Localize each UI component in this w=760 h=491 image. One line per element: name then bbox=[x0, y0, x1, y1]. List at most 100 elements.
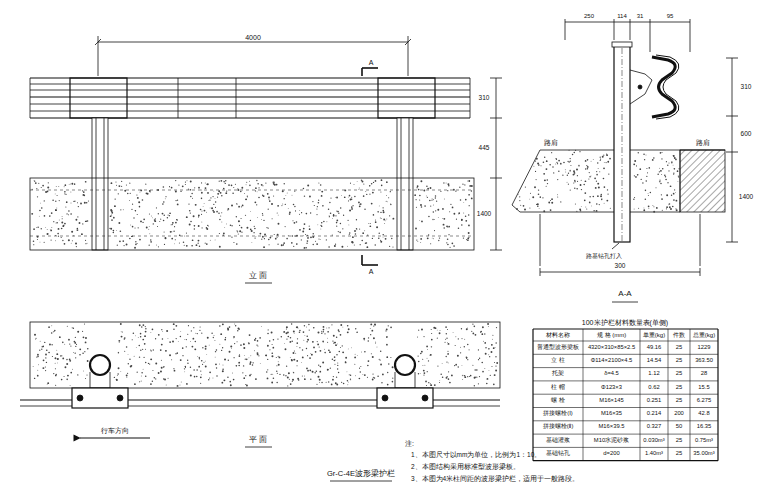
concrete-speckle bbox=[140, 189, 142, 191]
concrete-speckle bbox=[291, 194, 293, 196]
concrete-speckle bbox=[599, 171, 600, 172]
concrete-speckle bbox=[137, 214, 138, 215]
concrete-speckle bbox=[249, 374, 251, 376]
concrete-speckle bbox=[386, 356, 388, 358]
concrete-speckle bbox=[182, 185, 184, 187]
concrete-speckle bbox=[55, 185, 57, 187]
bracket bbox=[395, 372, 415, 388]
concrete-speckle bbox=[224, 359, 226, 361]
concrete-speckle bbox=[161, 367, 163, 369]
concrete-speckle bbox=[61, 221, 63, 223]
concrete-speckle bbox=[188, 203, 189, 204]
concrete-speckle bbox=[68, 210, 70, 212]
concrete-speckle bbox=[600, 160, 601, 161]
concrete-speckle bbox=[119, 240, 121, 242]
concrete-speckle bbox=[382, 207, 383, 208]
concrete-speckle bbox=[334, 342, 336, 344]
concrete-speckle bbox=[315, 351, 317, 353]
concrete-speckle bbox=[336, 222, 338, 224]
concrete-speckle bbox=[364, 351, 366, 353]
concrete-speckle bbox=[206, 211, 208, 213]
concrete-speckle bbox=[666, 208, 667, 209]
concrete-speckle bbox=[233, 187, 234, 188]
concrete-speckle bbox=[272, 347, 274, 349]
concrete-speckle bbox=[478, 349, 479, 350]
concrete-speckle bbox=[190, 221, 192, 223]
concrete-speckle bbox=[203, 362, 204, 363]
concrete-speckle bbox=[271, 203, 273, 205]
concrete-speckle bbox=[636, 165, 637, 166]
concrete-speckle bbox=[73, 201, 74, 202]
concrete-speckle bbox=[158, 334, 160, 336]
concrete-speckle bbox=[649, 167, 651, 169]
section-cut-mark bbox=[362, 264, 378, 266]
concrete-speckle bbox=[238, 206, 240, 208]
concrete-speckle bbox=[250, 210, 252, 212]
concrete-speckle bbox=[267, 333, 269, 335]
concrete-speckle bbox=[133, 355, 135, 357]
dimension-line bbox=[490, 78, 502, 250]
concrete-speckle bbox=[348, 200, 349, 201]
concrete-speckle bbox=[301, 212, 302, 213]
concrete-speckle bbox=[241, 227, 242, 228]
concrete-speckle bbox=[342, 345, 343, 346]
concrete-speckle bbox=[587, 166, 589, 168]
concrete-speckle bbox=[124, 351, 125, 352]
elevation-view bbox=[95, 39, 101, 45]
concrete-speckle bbox=[380, 217, 382, 219]
concrete-speckle bbox=[307, 240, 309, 242]
concrete-speckle bbox=[65, 366, 67, 368]
concrete-speckle bbox=[81, 233, 83, 235]
concrete-speckle bbox=[266, 371, 267, 372]
concrete-speckle bbox=[221, 212, 222, 213]
table-cell: 普通型波形梁板 bbox=[537, 345, 579, 351]
concrete-speckle bbox=[271, 355, 273, 357]
concrete-speckle bbox=[488, 348, 490, 350]
dimension-line bbox=[540, 268, 541, 276]
concrete-speckle bbox=[672, 206, 674, 208]
concrete-speckle bbox=[284, 183, 285, 184]
concrete-speckle bbox=[430, 187, 432, 189]
concrete-speckle bbox=[133, 217, 134, 218]
concrete-speckle bbox=[359, 378, 361, 380]
concrete-speckle bbox=[180, 381, 182, 383]
concrete-speckle bbox=[150, 241, 152, 243]
concrete-speckle bbox=[41, 228, 42, 229]
concrete-speckle bbox=[375, 341, 377, 343]
concrete-speckle bbox=[439, 382, 440, 383]
concrete-speckle bbox=[426, 346, 428, 348]
concrete-speckle bbox=[209, 371, 211, 373]
concrete-speckle bbox=[577, 181, 578, 182]
concrete-speckle bbox=[201, 214, 202, 215]
concrete-speckle bbox=[537, 205, 539, 207]
concrete-speckle bbox=[142, 368, 144, 370]
concrete-speckle bbox=[150, 215, 152, 217]
post-inner-line bbox=[409, 118, 410, 250]
concrete-speckle bbox=[581, 180, 582, 181]
concrete-speckle bbox=[259, 233, 261, 235]
concrete-speckle bbox=[222, 323, 224, 325]
concrete-speckle bbox=[423, 336, 424, 337]
concrete-speckle bbox=[316, 214, 317, 215]
concrete-speckle bbox=[75, 219, 77, 221]
concrete-speckle bbox=[180, 336, 181, 337]
concrete-speckle bbox=[135, 241, 136, 242]
concrete-speckle bbox=[228, 184, 230, 186]
concrete-speckle bbox=[70, 372, 72, 374]
concrete-speckle bbox=[359, 368, 360, 369]
concrete-speckle bbox=[206, 228, 208, 230]
concrete-speckle bbox=[236, 216, 237, 217]
concrete-speckle bbox=[382, 234, 384, 236]
concrete-speckle bbox=[160, 349, 162, 351]
concrete-speckle bbox=[377, 375, 379, 377]
concrete-speckle bbox=[299, 331, 301, 333]
concrete-speckle bbox=[172, 222, 174, 224]
concrete-speckle bbox=[306, 243, 307, 244]
concrete-speckle bbox=[388, 325, 389, 326]
concrete-speckle bbox=[496, 362, 498, 364]
table-header: 规 格 (mm) bbox=[597, 332, 626, 338]
concrete-speckle bbox=[327, 337, 329, 339]
concrete-speckle bbox=[158, 246, 159, 247]
concrete-speckle bbox=[312, 341, 314, 343]
concrete-speckle bbox=[121, 181, 122, 182]
